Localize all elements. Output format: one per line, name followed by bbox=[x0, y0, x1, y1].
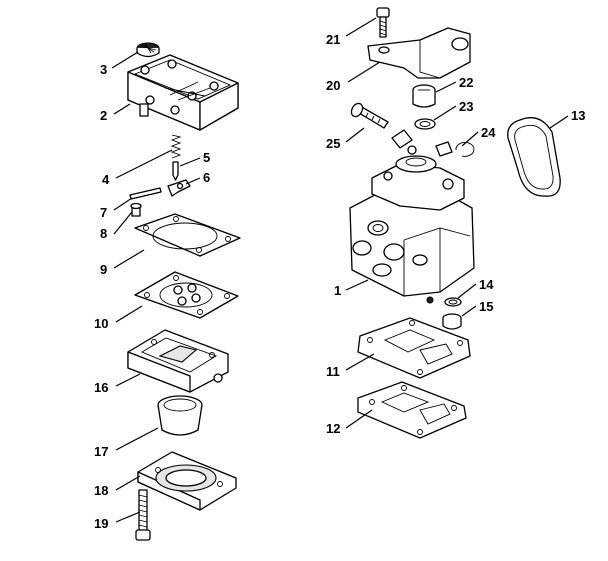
callout-13: 13 bbox=[571, 108, 585, 123]
callout-15: 15 bbox=[479, 299, 493, 314]
leader-lines bbox=[111, 17, 569, 523]
part-20-bracket bbox=[367, 27, 471, 79]
part-5-inlet-needle bbox=[172, 161, 179, 181]
part-17-cup bbox=[157, 395, 203, 436]
part-21-screw bbox=[376, 7, 390, 38]
part-18-flange bbox=[137, 451, 237, 511]
callout-22: 22 bbox=[459, 75, 473, 90]
callout-5: 5 bbox=[203, 150, 210, 165]
part-6-control-lever bbox=[167, 179, 191, 197]
callout-7: 7 bbox=[100, 205, 107, 220]
callout-16: 16 bbox=[94, 380, 108, 395]
part-13-gasket-loop bbox=[507, 117, 561, 197]
part-4-spring bbox=[170, 134, 182, 159]
part-10-diaphragm bbox=[134, 271, 239, 319]
callout-12: 12 bbox=[326, 421, 340, 436]
callout-18: 18 bbox=[94, 483, 108, 498]
part-12-gasket bbox=[357, 381, 467, 439]
part-14-washer bbox=[444, 297, 462, 307]
callout-14: 14 bbox=[479, 277, 494, 292]
part-8-screw bbox=[130, 202, 142, 217]
part-7-spindle bbox=[129, 187, 162, 200]
part-1-carburetor-body bbox=[349, 129, 475, 304]
part-15-plug-cap bbox=[442, 313, 462, 330]
callout-3: 3 bbox=[100, 62, 107, 77]
callout-10: 10 bbox=[94, 316, 108, 331]
callout-8: 8 bbox=[100, 226, 107, 241]
callout-20: 20 bbox=[326, 78, 340, 93]
callout-19: 19 bbox=[94, 516, 108, 531]
callout-24: 24 bbox=[481, 125, 496, 140]
callout-17: 17 bbox=[94, 444, 108, 459]
part-9-gasket bbox=[134, 213, 241, 257]
part-2-cover bbox=[127, 54, 239, 131]
callout-6: 6 bbox=[203, 170, 210, 185]
part-11-gasket bbox=[357, 317, 471, 379]
callout-11: 11 bbox=[326, 364, 340, 379]
callout-25: 25 bbox=[326, 136, 340, 151]
part-25-screw bbox=[350, 102, 389, 129]
callout-23: 23 bbox=[459, 99, 473, 114]
part-3-strainer bbox=[136, 42, 160, 58]
callout-21: 21 bbox=[326, 32, 340, 47]
callout-9: 9 bbox=[100, 262, 107, 277]
part-19-long-screw bbox=[135, 489, 151, 541]
part-22-plug bbox=[412, 84, 436, 108]
callout-1: 1 bbox=[334, 283, 341, 298]
callout-2: 2 bbox=[100, 108, 107, 123]
callout-4: 4 bbox=[102, 172, 110, 187]
callout-labels: 3 2 4 5 6 7 8 9 10 16 17 18 19 21 20 22 … bbox=[94, 32, 585, 531]
part-23-washer bbox=[414, 118, 436, 130]
part-24-circlip bbox=[455, 141, 475, 157]
part-16-end-cover bbox=[127, 329, 229, 393]
